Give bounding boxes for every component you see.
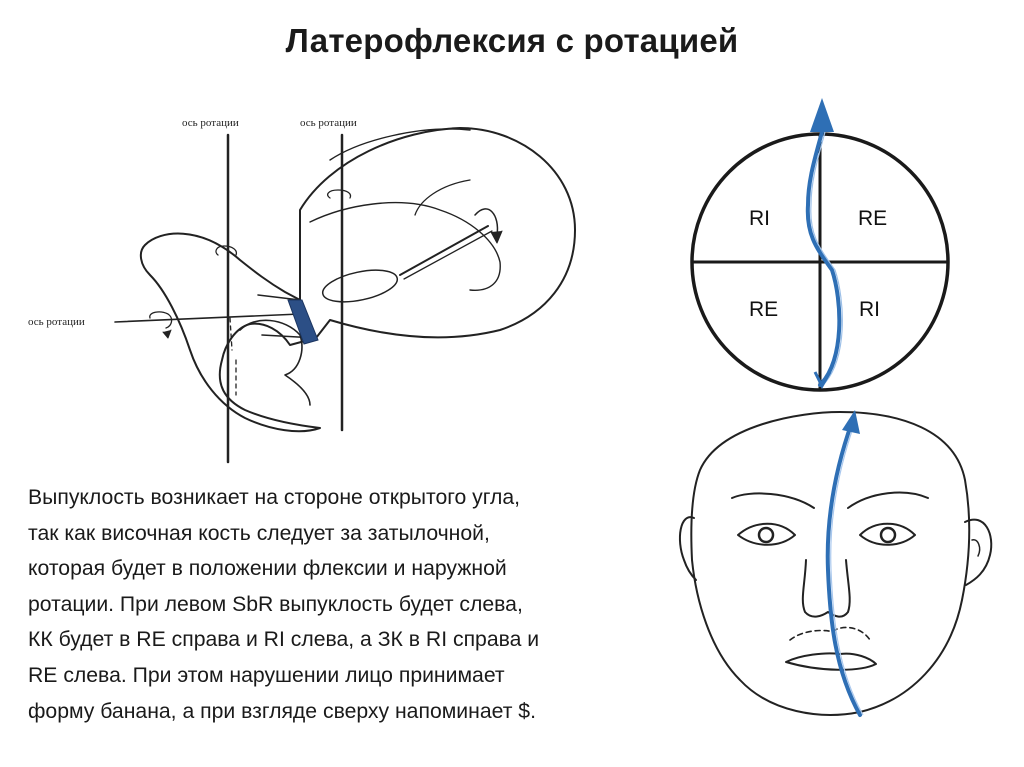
arrow-head-up-icon	[810, 98, 834, 132]
page-title: Латерофлексия с ротацией	[0, 22, 1024, 60]
text-line: RE слева. При этом нарушении лицо приним…	[28, 658, 658, 694]
text-line: Выпуклость возникает на стороне открытог…	[28, 480, 658, 516]
rotation-quadrant-circle	[680, 95, 960, 395]
left-eyebrow	[732, 493, 814, 508]
right-eyebrow	[848, 493, 928, 508]
text-line: форму банана, а при взгляде сверху напом…	[28, 694, 658, 730]
axis-label-right: ось ротации	[300, 117, 357, 129]
quadrant-label-bottom-right: RI	[859, 298, 880, 322]
face-diagram	[670, 405, 1010, 745]
axis-label-horizontal: ось ротации	[28, 316, 85, 328]
quadrant-label-top-right: RE	[858, 207, 887, 231]
text-line: ротации. При левом SbR выпуклость будет …	[28, 587, 658, 623]
skull-rotation-diagram	[0, 90, 600, 470]
face-arrow-head-icon	[842, 410, 860, 434]
mouth	[786, 653, 876, 669]
quadrant-label-top-left: RI	[749, 207, 770, 231]
text-line: которая будет в положении флексии и нару…	[28, 551, 658, 587]
description-text: Выпуклость возникает на стороне открытог…	[28, 480, 658, 729]
face-curve-line	[828, 422, 860, 715]
quadrant-label-bottom-left: RE	[749, 298, 778, 322]
text-line: КК будет в RE справа и RI слева, а ЗК в …	[28, 622, 658, 658]
text-line: так как височная кость следует за затыло…	[28, 516, 658, 552]
axis-label-left: ось ротации	[182, 117, 239, 129]
